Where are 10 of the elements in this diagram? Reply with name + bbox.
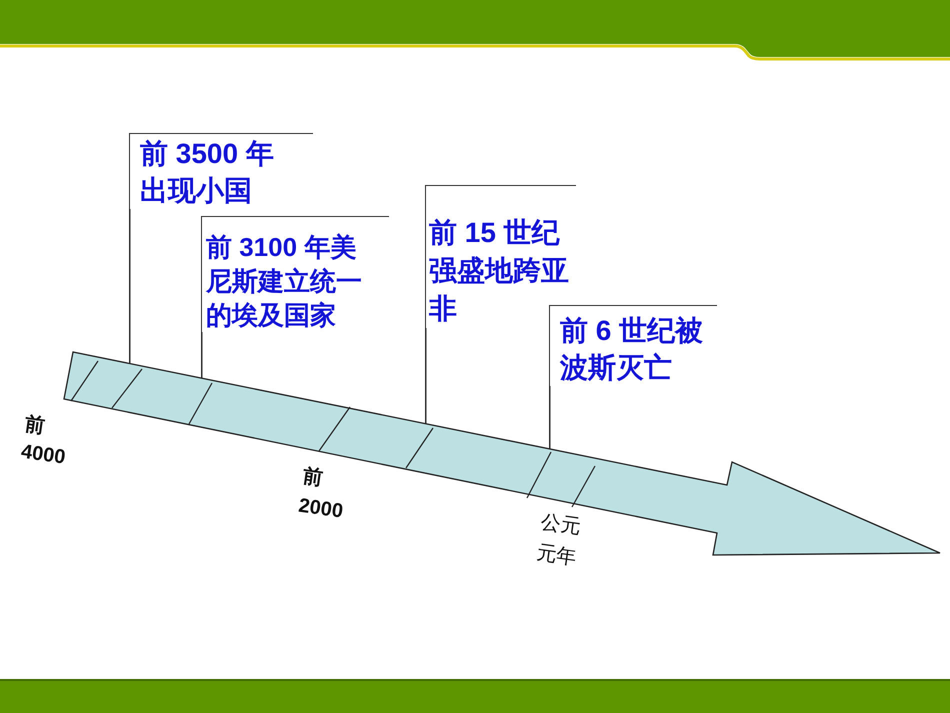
leader-line [549, 386, 550, 449]
leader-line [129, 209, 130, 364]
leader-line [425, 328, 426, 424]
year-label: 前 4000 [19, 412, 68, 471]
year-label: 前 2000 [296, 464, 346, 525]
year-label: 公元元年 [534, 510, 584, 571]
event-callout: 前 3500 年出现小国 [129, 133, 313, 209]
event-callout: 前 6 世纪被波斯灭亡 [549, 305, 717, 386]
leader-line [201, 332, 202, 378]
event-callout: 前 3100 年美尼斯建立统一的埃及国家 [201, 216, 389, 332]
